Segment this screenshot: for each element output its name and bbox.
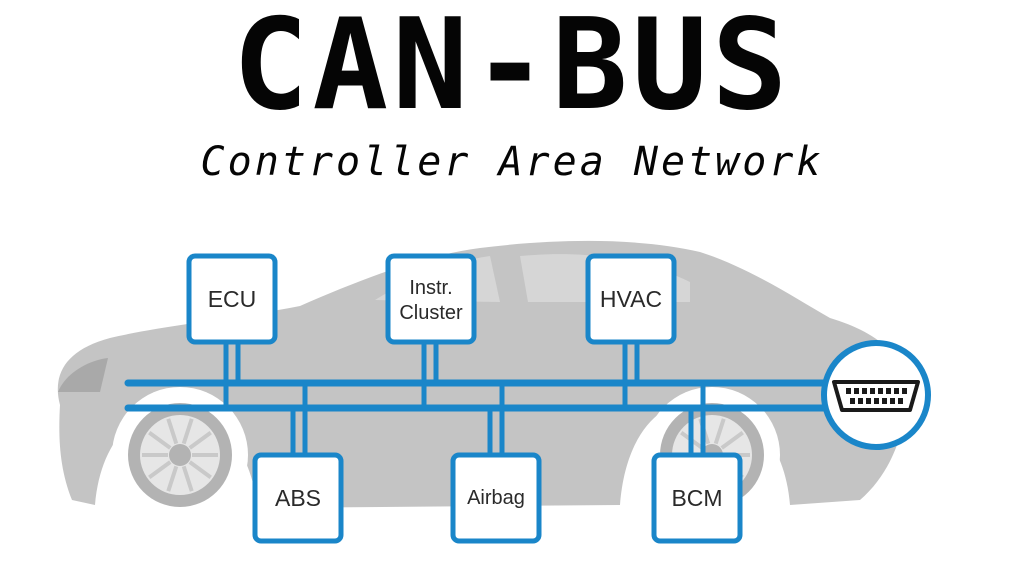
wheel-spoke [166, 418, 179, 445]
wheel-spoke [166, 465, 179, 492]
obd-pins [846, 388, 907, 404]
node-ecu: ECU [186, 253, 278, 345]
wheel-spoke [148, 431, 172, 450]
wheel-spoke [188, 431, 212, 450]
node-hvac: HVAC [585, 253, 677, 345]
page-subtitle: Controller Area Network [200, 139, 824, 185]
node-stubs [223, 342, 706, 455]
wheel-spoke [148, 460, 172, 479]
rear-wheel [112, 387, 248, 523]
node-bcm: BCM [651, 452, 743, 544]
car-taillight [58, 358, 108, 392]
car-body [57, 240, 906, 509]
obd-connector-icon [821, 340, 931, 450]
node-airbag: Airbag [450, 452, 542, 544]
wheel-spoke [181, 465, 194, 492]
node-hvac-label: HVAC [600, 286, 662, 312]
node-airbag-label: Airbag [467, 487, 525, 509]
node-ecu-label: ECU [208, 286, 257, 312]
wheel-spoke [713, 418, 726, 445]
node-abs: ABS [252, 452, 344, 544]
wheel-spoke [188, 460, 212, 479]
wheel-spoke [181, 418, 194, 445]
node-instrument-cluster-label-line1: Instr. [409, 277, 452, 299]
page-title: CAN-BUS [232, 0, 792, 138]
node-instrument-cluster-label-line2: Cluster [399, 302, 463, 324]
node-abs-label: ABS [275, 485, 321, 511]
can-bus-lines [124, 379, 844, 412]
node-bcm-label: BCM [671, 485, 722, 511]
wheel-spoke [720, 431, 744, 450]
obd-port-shell [832, 380, 920, 412]
node-instrument-cluster: Instr. Cluster [385, 253, 477, 345]
